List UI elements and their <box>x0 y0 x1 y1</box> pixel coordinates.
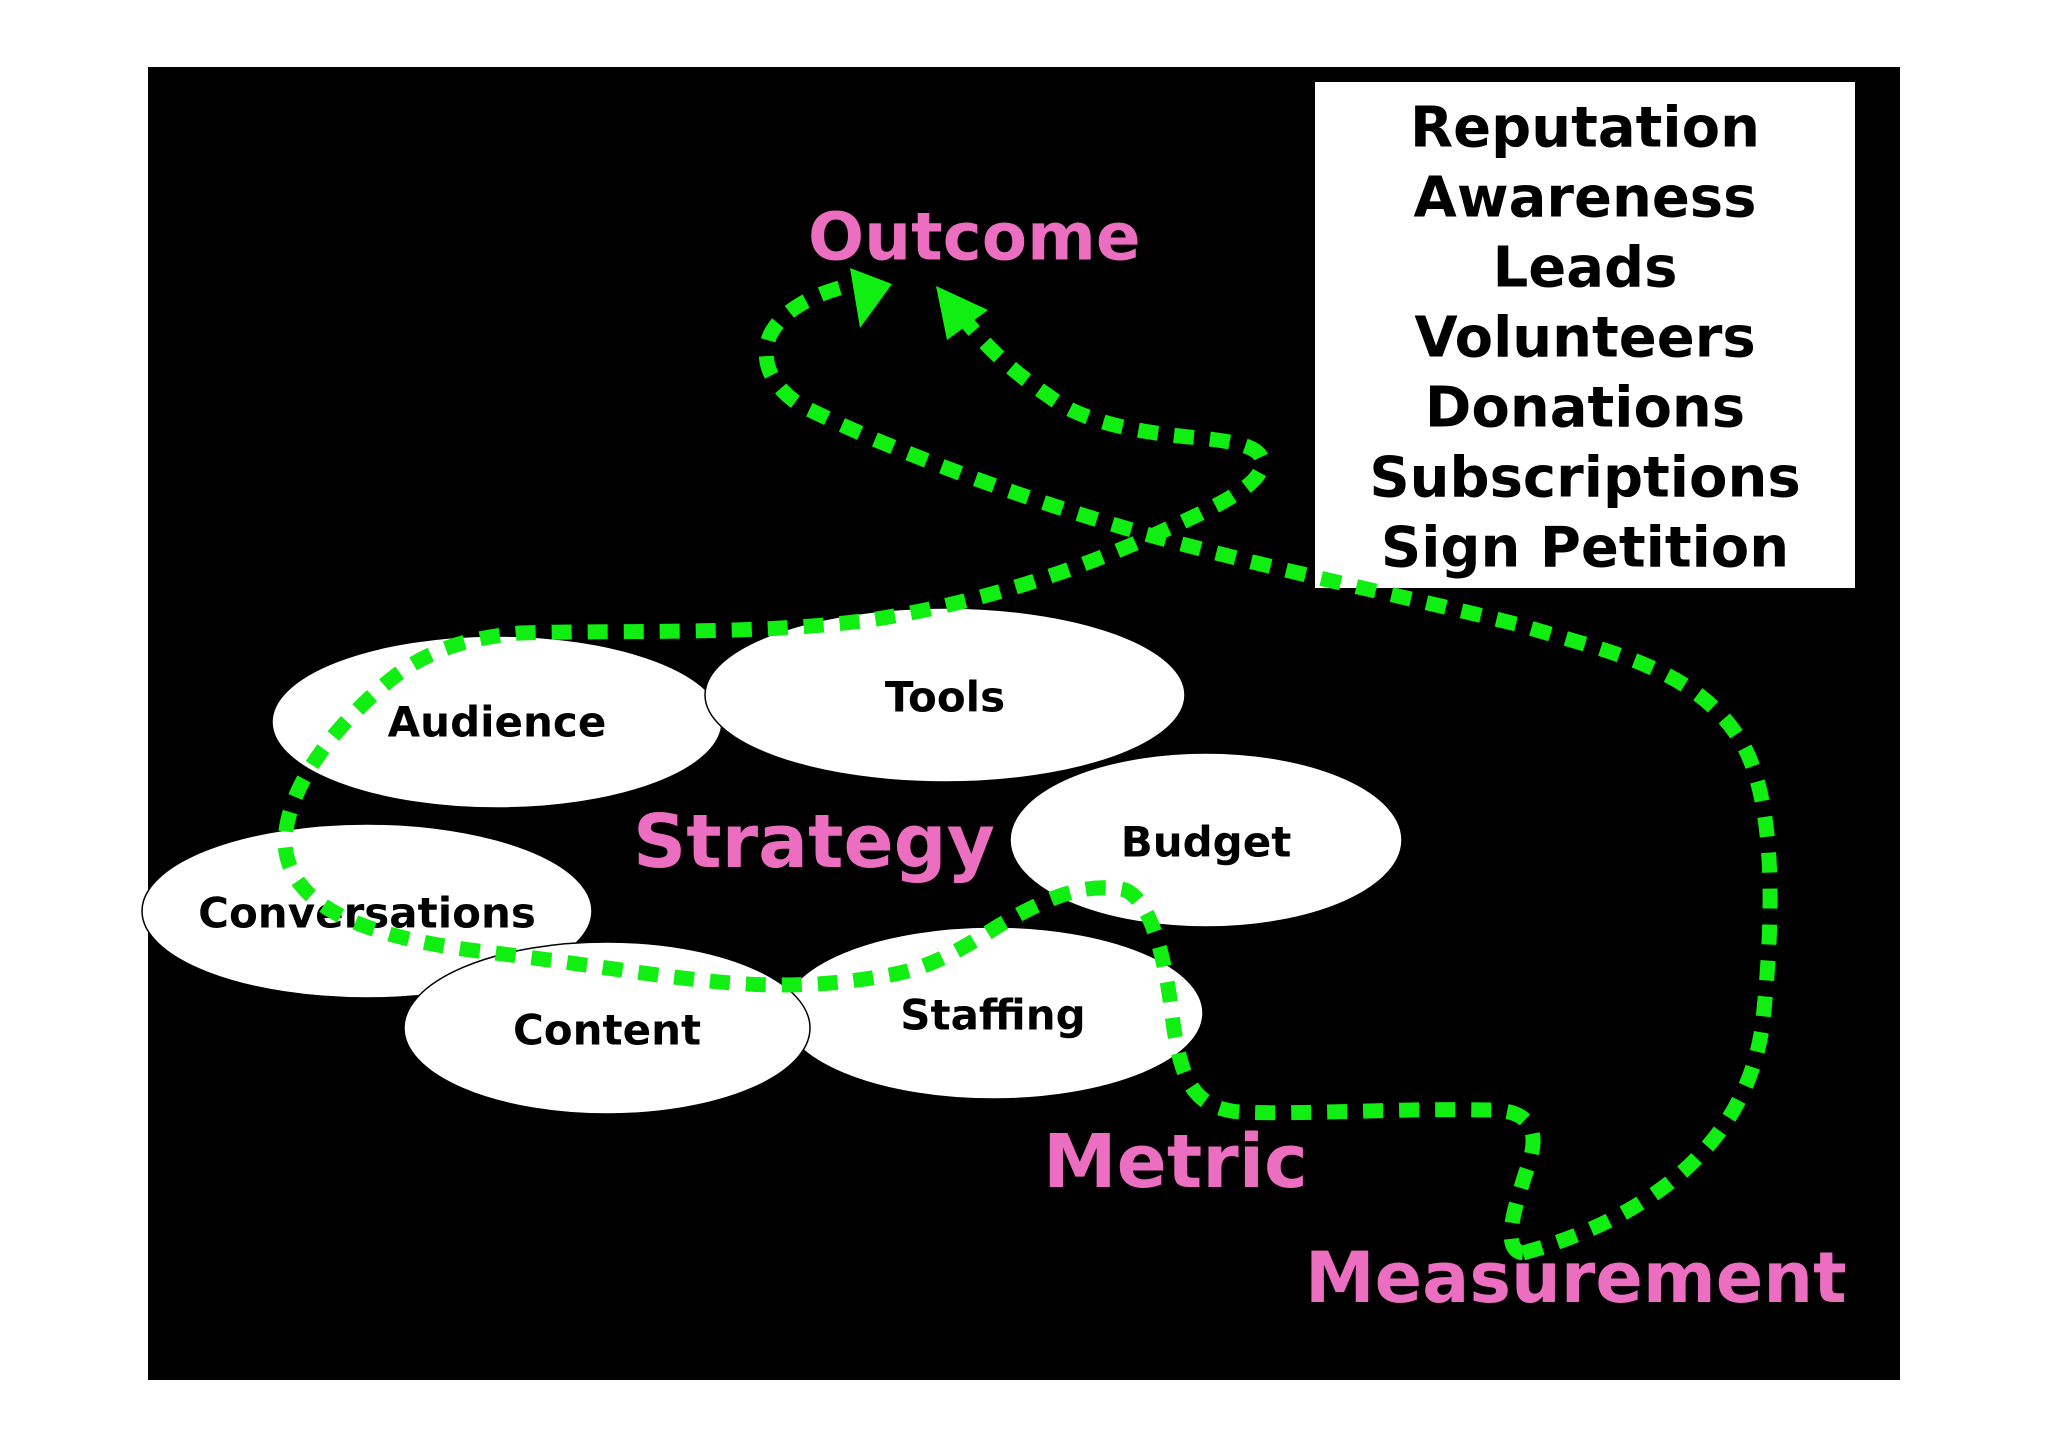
flow-path <box>758 275 1778 1261</box>
node-budget-shape <box>1009 752 1403 928</box>
node-staffing-label: Staffing <box>900 991 1085 1040</box>
outcome-item: Donations <box>1425 376 1745 441</box>
outcomes-box-frame <box>1315 82 1855 588</box>
flow-path-loop <box>277 315 1541 1261</box>
metric-label: Metric <box>1043 1119 1308 1205</box>
node-tools-shape <box>704 607 1186 783</box>
arrowhead-right <box>936 286 988 340</box>
node-tools: Tools <box>704 607 1186 783</box>
node-audience-label: Audience <box>388 698 607 747</box>
node-staffing: Staffing <box>782 926 1204 1100</box>
node-budget: Budget <box>1009 752 1403 928</box>
arrowhead-left <box>850 268 892 328</box>
outcome-label: Outcome <box>808 199 1141 276</box>
outcome-item: Volunteers <box>1414 306 1755 371</box>
outcomes-box: Reputation Awareness Leads Volunteers Do… <box>1315 82 1855 588</box>
node-content-label: Content <box>513 1006 701 1055</box>
measurement-label: Measurement <box>1305 1237 1847 1319</box>
node-conversations: Conversations <box>141 823 593 999</box>
outcome-item: Sign Petition <box>1381 516 1789 581</box>
outcome-item: Leads <box>1493 236 1678 301</box>
node-content: Content <box>403 941 811 1115</box>
node-conversations-shape <box>141 823 593 999</box>
outcome-item: Awareness <box>1414 166 1757 231</box>
outcome-item: Reputation <box>1410 96 1760 161</box>
node-content-shape <box>403 941 811 1115</box>
strategy-label: Strategy <box>633 799 995 885</box>
node-tools-label: Tools <box>885 673 1005 722</box>
node-budget-label: Budget <box>1121 818 1292 867</box>
outcome-item: Subscriptions <box>1369 446 1800 511</box>
